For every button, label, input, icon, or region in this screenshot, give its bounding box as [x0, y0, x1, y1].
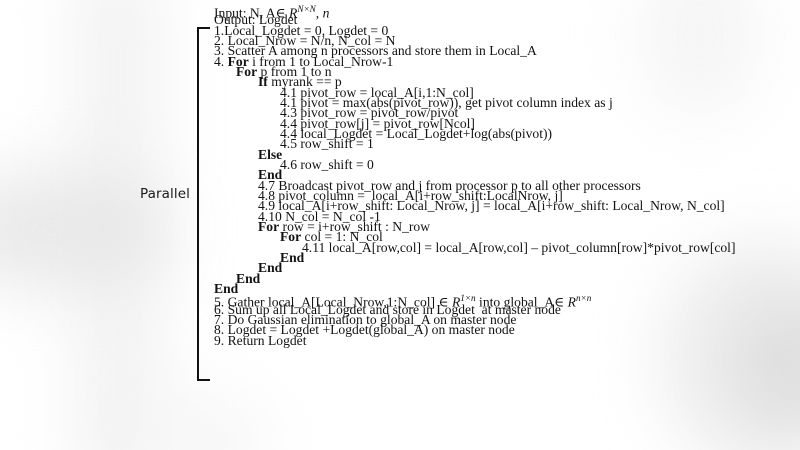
- pseudocode-text: i from 1 to Local_Nrow-1: [248, 53, 394, 69]
- pseudocode-text: Output: Logdet: [214, 12, 298, 28]
- pseudocode-text: Else: [258, 146, 283, 162]
- pseudocode-text: R: [451, 294, 461, 310]
- pseudocode-text: 4.10 N_col = N_col -1: [258, 208, 381, 224]
- pseudocode-text: 4.1 pivot_row = local_A[i,1:N_col]: [280, 84, 474, 100]
- pseudocode-line: 4.6 row_shift = 0: [280, 157, 374, 172]
- pseudocode-text: 4.11 local_A[row,col] = local_A[row,col]…: [302, 239, 736, 255]
- pseudocode-line: Input: N, A∈ RN×N, n: [214, 2, 329, 21]
- pseudocode-line: 4.1 pivot_row = local_A[i,1:N_col]: [280, 85, 474, 100]
- pseudocode-text: N×N: [297, 3, 316, 14]
- pseudocode-text: 4.9 local_A[i+row_shift: Local_Nrow, j] …: [258, 198, 725, 214]
- pseudocode-text: 1.Local_Logdet = 0, Logdet = 0: [214, 22, 389, 38]
- pseudocode-line: 3. Scatter A among n processors and stor…: [214, 43, 537, 58]
- pseudocode-text: 2. Local_Nrow = N/n, N_col = N: [214, 32, 396, 48]
- pseudocode-text: 4.4 pivot_row[j] = pivot_row[Ncol]: [280, 115, 475, 131]
- pseudocode-line: 7. Do Gaussian elimination to global_A o…: [214, 312, 516, 327]
- pseudocode-text: myrank == p: [267, 74, 342, 90]
- pseudocode-text: n: [322, 5, 330, 21]
- pseudocode-line: 1.Local_Logdet = 0, Logdet = 0: [214, 23, 388, 38]
- pseudocode-text: 4.1 pivot = max(abs(pivot_row)), get piv…: [280, 94, 613, 110]
- pseudocode-text: 4.6 row_shift = 0: [280, 156, 374, 172]
- pseudocode-text: End: [236, 270, 261, 286]
- pseudocode-text: For: [236, 63, 258, 79]
- pseudocode-text: R: [567, 294, 576, 310]
- pseudocode-text: End: [258, 167, 283, 183]
- pseudocode-text: 5. Gather local_A[Local_Nrow,1:N_col] ∈: [214, 294, 452, 310]
- pseudocode-text: into global_A∈: [475, 294, 568, 310]
- pseudocode-text: n×n: [575, 293, 592, 304]
- pseudocode-text: 6. Sum up all Local_Logdet and store in …: [214, 301, 561, 317]
- pseudocode-text: For: [227, 53, 249, 69]
- pseudocode-line: For row = i+row_shift : N_row: [258, 219, 430, 234]
- pseudocode-line: Output: Logdet: [214, 12, 297, 27]
- pseudocode-line: For col = 1: N_col: [280, 229, 383, 244]
- pseudocode-line: 2. Local_Nrow = N/n, N_col = N: [214, 33, 395, 48]
- pseudocode-line: 4. For i from 1 to Local_Nrow-1: [214, 54, 393, 69]
- pseudocode-text: End: [280, 249, 305, 265]
- pseudocode-text: 3. Scatter A among n processors and stor…: [214, 43, 537, 59]
- pseudocode-line: 4.11 local_A[row,col] = local_A[row,col]…: [302, 240, 736, 255]
- pseudocode-text: 8. Logdet = Logdet +Logdet(global_A) on …: [214, 322, 515, 338]
- pseudocode-line: End: [258, 167, 282, 182]
- pseudocode-text: col = 1: N_col: [301, 229, 383, 245]
- pseudocode-text: 4.5 row_shift = 1: [280, 136, 374, 152]
- pseudocode-text: End: [258, 260, 283, 276]
- pseudocode-text: 7. Do Gaussian elimination to global_A o…: [214, 311, 517, 327]
- parallel-region-label: Parallel: [140, 186, 190, 202]
- pseudocode-text: row = i+row_shift : N_row: [279, 218, 431, 234]
- pseudocode-line: 5. Gather local_A[Local_Nrow,1:N_col] ∈ …: [214, 291, 591, 310]
- pseudocode-line: End: [280, 250, 304, 265]
- pseudocode-text: If: [258, 74, 268, 90]
- pseudocode-text: End: [214, 280, 239, 296]
- pseudocode-line: 8. Logdet = Logdet +Logdet(global_A) on …: [214, 322, 515, 337]
- pseudocode-text: 1×n: [460, 293, 476, 304]
- parallel-region-bracket: [197, 27, 210, 381]
- pseudocode-text: For: [258, 218, 280, 234]
- pseudocode-line: 4.4 pivot_row[j] = pivot_row[Ncol]: [280, 116, 475, 131]
- pseudocode-line: 4.7 Broadcast pivot_row and j from proce…: [258, 178, 641, 193]
- pseudocode-line: End: [258, 260, 282, 275]
- pseudocode-text: R: [289, 5, 298, 21]
- pseudocode-line: End: [214, 281, 238, 296]
- pseudocode-text: 4.: [214, 53, 228, 69]
- pseudocode-line: 4.9 local_A[i+row_shift: Local_Nrow, j] …: [258, 198, 725, 213]
- pseudocode-text: 4.8 pivot_column = local_A[i+row_shift:L…: [258, 187, 563, 203]
- pseudocode-text: ,: [315, 5, 323, 21]
- pseudocode-text: 4.4 local_Logdet = Local_Logdet+log(abs(…: [280, 125, 553, 141]
- pseudocode-text: 4.3 pivot_row = pivot_row/pivot: [280, 105, 459, 121]
- pseudocode-text: 4.7 Broadcast pivot_row and j from proce…: [258, 177, 641, 193]
- pseudocode-text: Input: N, A∈: [214, 5, 290, 21]
- pseudocode-line: For p from 1 to n: [236, 64, 332, 79]
- pseudocode-text: For: [280, 229, 302, 245]
- pseudocode-line: 4.10 N_col = N_col -1: [258, 209, 381, 224]
- pseudocode-line: 6. Sum up all Local_Logdet and store in …: [214, 302, 561, 317]
- pseudocode-line: 4.8 pivot_column = local_A[i+row_shift:L…: [258, 188, 563, 203]
- pseudocode-line: 9. Return Logdet: [214, 333, 307, 348]
- pseudocode-line: 4.3 pivot_row = pivot_row/pivot: [280, 105, 458, 120]
- pseudocode-line: Else: [258, 147, 282, 162]
- pseudocode-text: p from 1 to n: [257, 63, 332, 79]
- pseudocode-line: 4.4 local_Logdet = Local_Logdet+log(abs(…: [280, 126, 552, 141]
- pseudocode-line: 4.5 row_shift = 1: [280, 136, 374, 151]
- pseudocode-line: If myrank == p: [258, 74, 342, 89]
- pseudocode-text: 9. Return Logdet: [214, 332, 307, 348]
- pseudocode-line: End: [236, 271, 260, 286]
- pseudocode-line: 4.1 pivot = max(abs(pivot_row)), get piv…: [280, 95, 613, 110]
